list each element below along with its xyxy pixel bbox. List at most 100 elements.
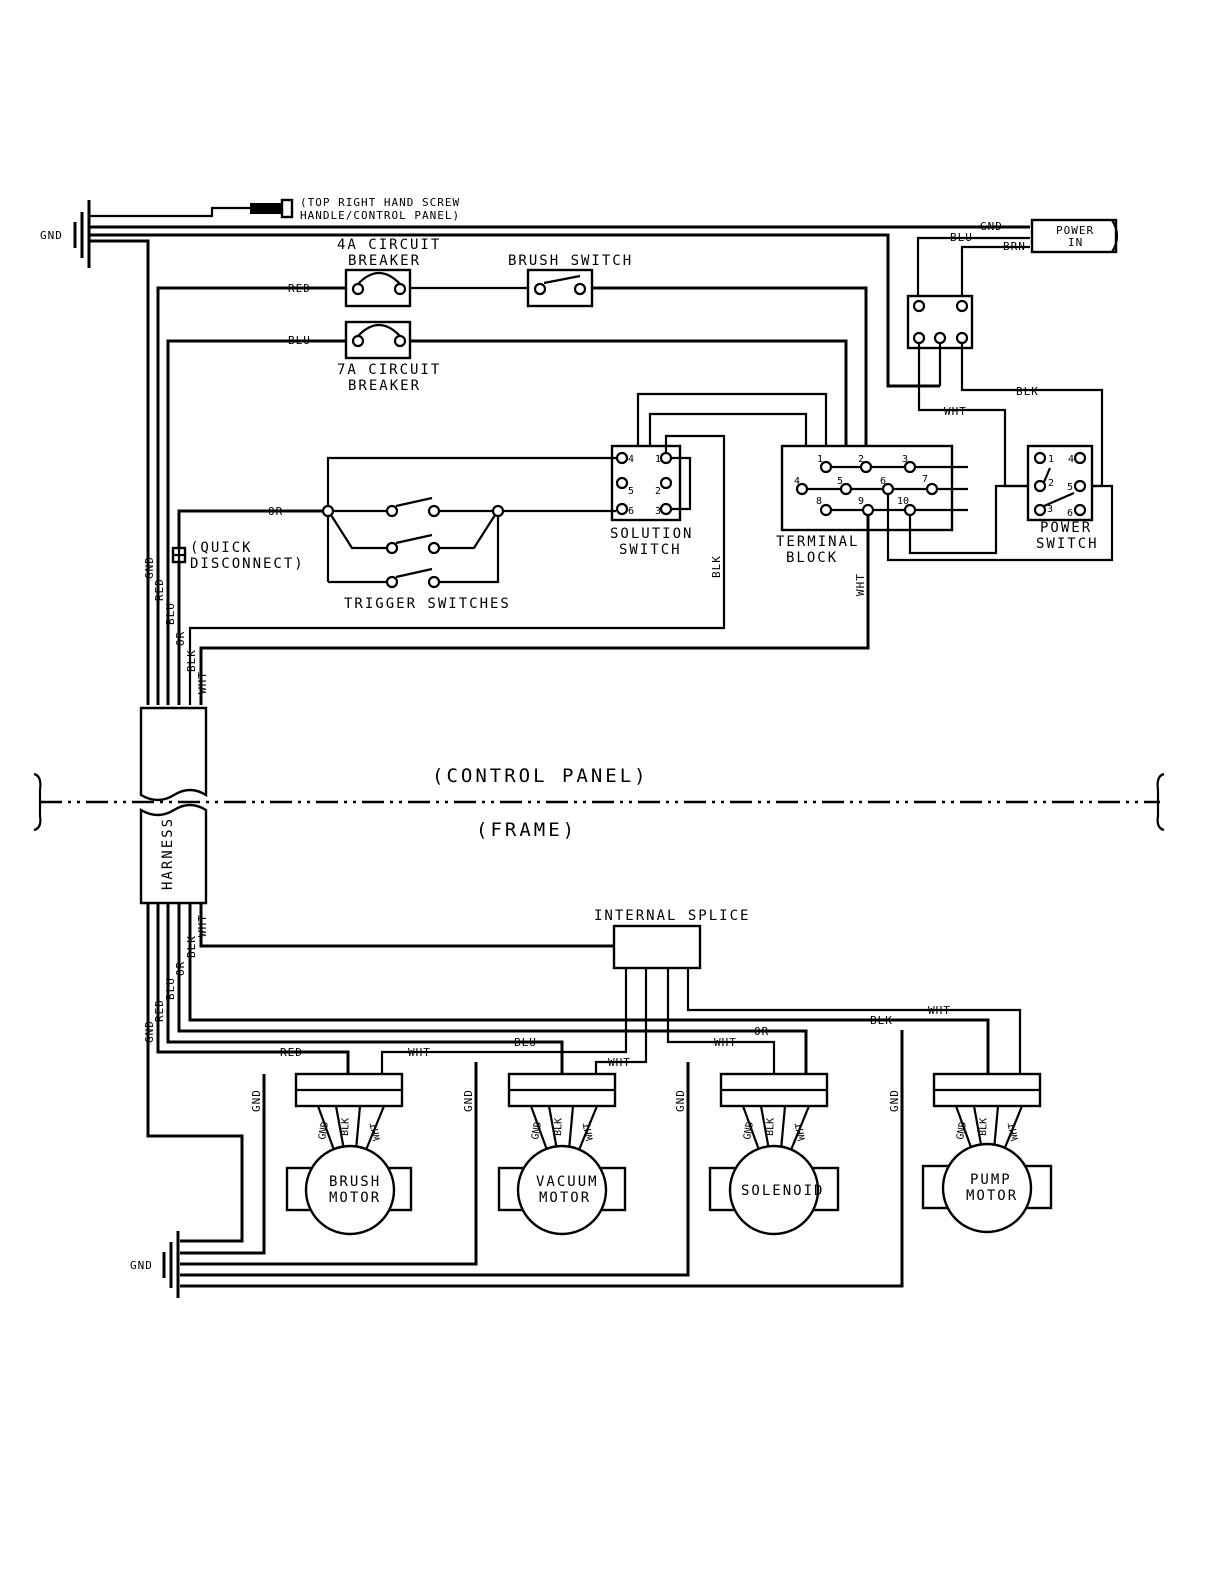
wire-label-blu-vacuum: BLU (514, 1036, 537, 1049)
vacuum-motor-label-line2: MOTOR (539, 1190, 591, 1206)
wire-label-blk-upper: BLK (185, 649, 198, 672)
power-switch-label-line2: SWITCH (1036, 536, 1099, 552)
wire-label-wht-pump-motor: WHT (1007, 1122, 1021, 1142)
wire-label-blu-top: BLU (288, 334, 311, 347)
wire-label-gnd-brush: GND (250, 1089, 263, 1112)
terminal-block-label-line2: BLOCK (786, 550, 838, 566)
breaker4-label-line1: 4A CIRCUIT (337, 237, 441, 253)
quick-disconnect-label-line2: DISCONNECT) (190, 556, 305, 572)
frame-label: (FRAME) (476, 819, 577, 841)
wire-label-gnd-vacuum: GND (462, 1089, 475, 1112)
wire-label-brn-power: BRN (1003, 240, 1026, 253)
power-in-label-line2: IN (1068, 236, 1083, 249)
bottom-gnd-label: GND (130, 1259, 153, 1272)
wire-label-red-brush: RED (280, 1046, 303, 1059)
pump-motor (921, 1072, 1053, 1234)
wire-label-gnd-vacuum-motor: GND (530, 1121, 544, 1141)
vacuum-motor (497, 1072, 627, 1236)
power-switch (1026, 444, 1094, 522)
wire-label-red-top: RED (288, 282, 311, 295)
solution-terminal-2: 2 (655, 486, 661, 497)
trigger-switches-label: TRIGGER SWITCHES (344, 596, 511, 612)
power-terminal-3: 3 (1047, 504, 1053, 515)
power-terminal-4: 4 (1068, 454, 1074, 465)
pump-motor-label-line1: PUMP (970, 1172, 1012, 1188)
harness-lower (139, 803, 208, 905)
brush-motor-label-line1: BRUSH (329, 1174, 381, 1190)
screw-label-line1: (TOP RIGHT HAND SCREW (300, 196, 460, 209)
wire-label-blk-solution: BLK (710, 555, 723, 578)
wire-label-blu-upper: BLU (164, 602, 177, 625)
breaker7-label-line1: 7A CIRCUIT (337, 362, 441, 378)
solenoid (708, 1072, 840, 1236)
screw-icon (250, 198, 294, 219)
wire-label-blk-brush-motor: BLK (340, 1118, 352, 1136)
pump-motor-label-line2: MOTOR (966, 1188, 1018, 1204)
quick-disconnect-icon (171, 546, 187, 564)
power-terminal-6: 6 (1067, 508, 1073, 519)
harness-label: HARNESS (160, 817, 176, 890)
tb-terminal-7: 7 (922, 474, 928, 485)
brush-switch-label: BRUSH SWITCH (508, 253, 633, 269)
wire-label-gnd-power: GND (980, 220, 1003, 233)
wire-label-gnd-solenoid: GND (742, 1121, 756, 1141)
solution-terminal-3: 3 (655, 506, 661, 517)
power-terminal-1: 1 (1048, 454, 1054, 465)
breaker-7a (344, 320, 412, 360)
bottom-ground-symbol (162, 1231, 180, 1298)
breaker4-label-line2: BREAKER (348, 253, 421, 269)
wire-label-wht-terminal: WHT (854, 573, 867, 596)
power-terminal-5: 5 (1067, 482, 1073, 493)
solution-terminal-1: 1 (655, 454, 661, 465)
brush-motor (285, 1072, 413, 1236)
wire-label-or-solenoid: OR (754, 1025, 769, 1038)
wire-label-or-trigger: OR (268, 505, 283, 518)
wire-label-blu-power: BLU (950, 231, 973, 244)
power-in-label-line1: POWER (1056, 224, 1094, 237)
wire-label-gnd-pump: GND (888, 1089, 901, 1112)
top-gnd-label: GND (40, 229, 63, 242)
wire-label-wht-brush-motor: WHT (369, 1122, 383, 1142)
solution-switch (610, 444, 692, 522)
power-switch-label-line1: POWER (1040, 520, 1092, 536)
quick-disconnect-label-line1: (QUICK (190, 540, 253, 556)
top-ground-symbol (73, 200, 91, 268)
wire-label-gnd-solenoid: GND (674, 1089, 687, 1112)
wire-label-blk-pump: BLK (870, 1014, 893, 1027)
breaker7-label-line2: BREAKER (348, 378, 421, 394)
wire-label-wht-solenoid: WHT (714, 1036, 737, 1049)
tb-terminal-8: 8 (816, 496, 822, 507)
solution-label-line1: SOLUTION (610, 526, 693, 542)
control-panel-label: (CONTROL PANEL) (432, 765, 649, 787)
screw-label-line2: HANDLE/CONTROL PANEL) (300, 209, 460, 222)
wire-label-gnd-brush-motor: GND (317, 1121, 331, 1141)
breaker-4a (344, 268, 412, 308)
harness-upper (139, 706, 208, 802)
wire-label-blk-vacuum-motor: BLK (553, 1118, 565, 1136)
wire-label-blk-junction: BLK (1016, 385, 1039, 398)
tb-terminal-6: 6 (880, 476, 886, 487)
tb-terminal-2: 2 (858, 454, 864, 465)
tb-terminal-9: 9 (858, 496, 864, 507)
tb-terminal-4: 4 (794, 476, 800, 487)
trigger-switches (321, 456, 616, 589)
wire-label-red-upper: RED (153, 578, 166, 601)
terminal-block-label-line1: TERMINAL (776, 534, 859, 550)
wire-label-wht-upper: WHT (196, 671, 209, 694)
wire-label-gnd-upper: GND (143, 556, 156, 579)
solenoid-label: SOLENOID (741, 1183, 824, 1199)
wire-label-gnd-pump-motor: GND (955, 1121, 969, 1141)
power-terminal-2: 2 (1048, 478, 1054, 489)
internal-splice-label: INTERNAL SPLICE (594, 908, 750, 924)
solution-terminal-6: 6 (628, 506, 634, 517)
internal-splice (612, 924, 702, 970)
brush-motor-label-line2: MOTOR (329, 1190, 381, 1206)
solution-terminal-4: 4 (628, 454, 634, 465)
wire-label-blk-pump-motor: BLK (978, 1118, 990, 1136)
power-in-plug (1030, 218, 1119, 254)
wire-label-wht-vacuum-motor: WHT (582, 1122, 596, 1142)
wire-label-or-upper: OR (174, 631, 187, 646)
wire-label-wht-solenoid: WHT (794, 1122, 808, 1142)
terminal-block (780, 444, 968, 532)
